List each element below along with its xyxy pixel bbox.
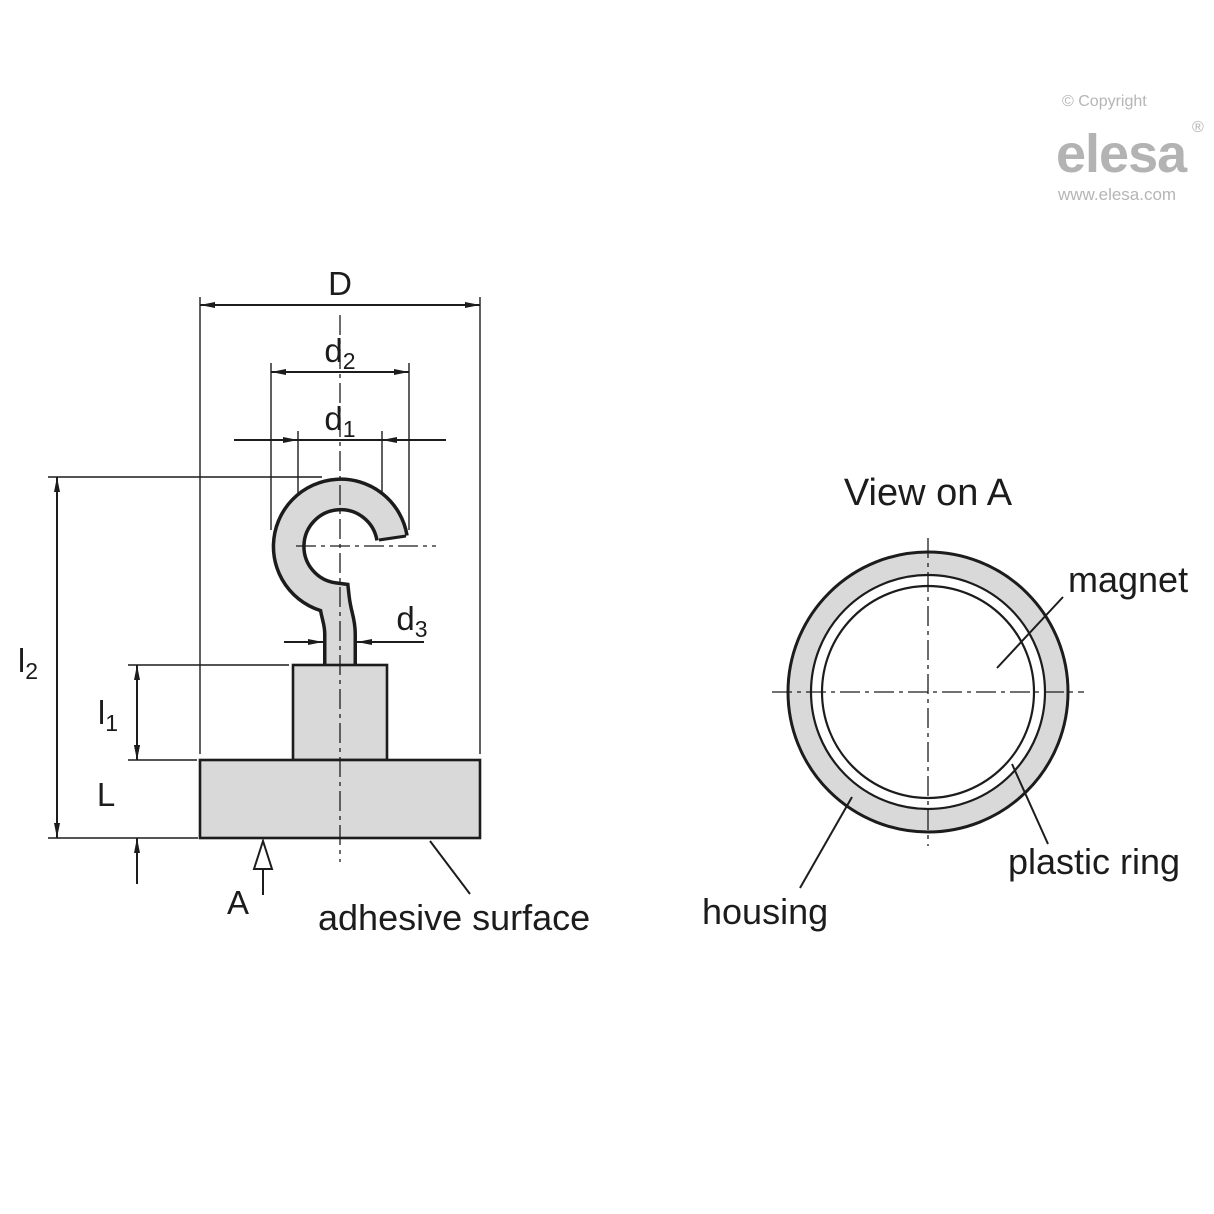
website-text: www.elesa.com bbox=[1057, 185, 1176, 204]
dim-label-l1: l1 bbox=[98, 694, 118, 736]
hook-end-cut-edge bbox=[378, 534, 407, 542]
front-view-title: View on A bbox=[844, 472, 1013, 514]
section-view: D d2 d1 d3 l2 l1 L A adhesive surface bbox=[18, 265, 590, 938]
dim-label-d1: d1 bbox=[324, 400, 355, 442]
elesa-logo: elesa bbox=[1056, 124, 1188, 184]
magnet-boss bbox=[291, 663, 389, 762]
brand-logo: © Copyright elesa ® www.elesa.com bbox=[1056, 93, 1204, 204]
housing-label: housing bbox=[702, 891, 828, 932]
view-direction-arrow-icon bbox=[252, 837, 274, 870]
dim-label-D: D bbox=[328, 265, 352, 302]
dim-label-d2: d2 bbox=[324, 332, 355, 374]
housing-leader bbox=[799, 796, 853, 889]
plastic-ring-leader bbox=[1011, 763, 1049, 845]
view-direction-label: A bbox=[227, 884, 249, 921]
front-view: View on A magnet plastic ring housing bbox=[702, 472, 1188, 932]
magnet-label: magnet bbox=[1068, 559, 1188, 600]
hook-body-fill bbox=[275, 480, 406, 668]
copyright-text: © Copyright bbox=[1062, 93, 1147, 110]
dim-label-d3: d3 bbox=[396, 600, 427, 642]
registered-mark-icon: ® bbox=[1192, 119, 1204, 136]
adhesive-surface-leader bbox=[429, 840, 471, 895]
adhesive-surface-label: adhesive surface bbox=[318, 897, 590, 938]
dim-label-L: L bbox=[97, 776, 115, 813]
magnet-leader bbox=[996, 596, 1064, 669]
plastic-ring-label: plastic ring bbox=[1008, 841, 1180, 882]
dim-label-l2: l2 bbox=[18, 642, 38, 684]
